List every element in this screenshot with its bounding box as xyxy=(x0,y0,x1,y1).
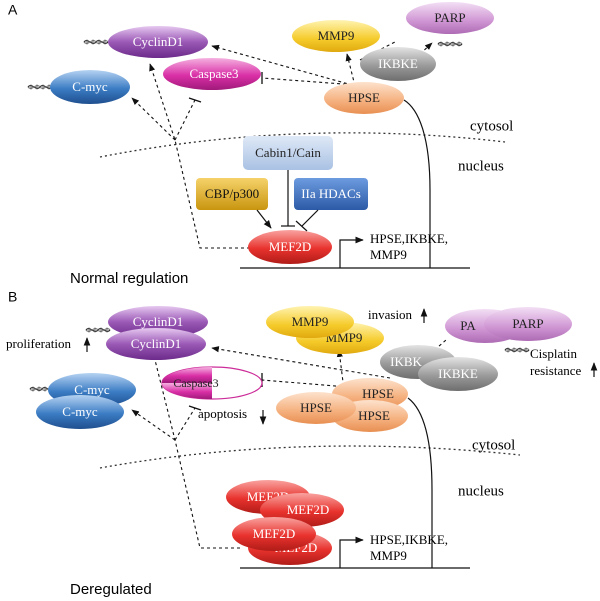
cyclind1-label: CyclinD1 xyxy=(133,34,184,49)
cmyc-stack-b: C-myc C-myc xyxy=(36,373,136,429)
panel-b-letter: B xyxy=(8,289,17,305)
ikbke-label: IKBKE xyxy=(378,56,418,71)
parp-stack-b: PA PARP xyxy=(445,307,572,343)
cisplatin-label: Cisplatin xyxy=(530,346,577,361)
cmyc-label: C-myc xyxy=(74,382,110,397)
mmp9-label: MMP9 xyxy=(318,28,355,43)
dna-icon xyxy=(83,38,109,46)
mmp9-node-a: MMP9 xyxy=(292,20,380,52)
cyclind1-label: CyclinD1 xyxy=(131,336,182,351)
mef2d-label: MEF2D xyxy=(269,239,312,254)
dna-icon xyxy=(504,346,530,354)
nucleus-label-b: nucleus xyxy=(458,483,504,499)
caspase3-label: Caspase3 xyxy=(173,376,218,390)
cbp-label: CBP/p300 xyxy=(205,186,259,201)
parp-node-a: PARP xyxy=(406,2,494,34)
cbp-box: CBP/p300 xyxy=(196,178,268,210)
nuclear-membrane-a xyxy=(99,132,506,158)
panel-b: B cytosol nucleus CyclinD1 CyclinD1 xyxy=(6,289,598,598)
nuclear-membrane-b xyxy=(99,445,521,469)
regulator-arrows-a xyxy=(256,170,319,232)
invasion-label: invasion xyxy=(368,307,413,322)
mmp9-stack-b: MMP9 MMP9 xyxy=(266,306,384,354)
parp-label: PA xyxy=(460,318,476,333)
panel-a-letter: A xyxy=(8,2,18,18)
hpse-label: HPSE xyxy=(348,90,380,105)
gene-promoter-a xyxy=(240,236,470,269)
mef2d-label: MEF2D xyxy=(253,526,296,541)
mef2d-label: MEF2D xyxy=(287,502,330,517)
hpse-label: HPSE xyxy=(362,386,394,401)
hpse-label: HPSE xyxy=(358,408,390,423)
mef2d-stack-b: MEF2D MEF2D MEF2D MEF2D xyxy=(226,480,344,565)
dna-icon xyxy=(85,326,111,334)
gene-promoter-b xyxy=(240,536,470,569)
parp-label: PARP xyxy=(512,316,543,331)
cyclind1-node-a: CyclinD1 xyxy=(108,26,208,58)
dna-icon xyxy=(437,40,463,48)
caspase3-node-a: Caspase3 xyxy=(163,58,261,90)
hpse-stack-b: HPSE HPSE HPSE xyxy=(276,378,408,432)
target-genes-a-1: HPSE,IKBKE, xyxy=(370,231,448,246)
expression-line-b xyxy=(407,397,433,568)
panel-a-caption: Normal regulation xyxy=(70,270,188,287)
ikbke-label: IKBKE xyxy=(438,366,478,381)
cmyc-label: C-myc xyxy=(72,79,108,94)
nucleus-label-a: nucleus xyxy=(458,158,504,174)
ikbke-label: IKBK xyxy=(390,354,422,369)
ikbke-node-a: IKBKE xyxy=(360,47,436,81)
caspase3-node-b: Caspase3 xyxy=(161,366,263,400)
hdac-box: IIa HDACs xyxy=(294,178,368,210)
cmyc-node-a: C-myc xyxy=(50,70,130,104)
caspase3-label: Caspase3 xyxy=(189,66,238,81)
cytosol-label-a: cytosol xyxy=(470,118,513,134)
target-genes-b-2: MMP9 xyxy=(370,548,407,563)
ikbke-stack-b: IKBK IKBKE xyxy=(380,345,498,391)
proliferation-label: proliferation xyxy=(6,336,71,351)
hpse-label: HPSE xyxy=(300,400,332,415)
resistance-label: resistance xyxy=(530,363,581,378)
cabin-label: Cabin1/Cain xyxy=(255,145,321,160)
cyclind1-label: CyclinD1 xyxy=(133,314,184,329)
apoptosis-label: apoptosis xyxy=(198,406,247,421)
expression-line-a xyxy=(403,99,431,268)
inhibition-bars-a xyxy=(188,72,263,103)
panel-a: A cytosol nucleus CyclinD1 xyxy=(8,2,513,287)
target-genes-b-1: HPSE,IKBKE, xyxy=(370,532,448,547)
cabin-box: Cabin1/Cain xyxy=(243,136,333,170)
mmp9-label: MMP9 xyxy=(292,314,329,329)
cmyc-label: C-myc xyxy=(62,404,98,419)
target-genes-a-2: MMP9 xyxy=(370,247,407,262)
hpse-node-a: HPSE xyxy=(324,82,404,114)
dna-icon xyxy=(27,83,53,91)
panel-b-caption: Deregulated xyxy=(70,581,152,598)
cytosol-label-b: cytosol xyxy=(472,437,515,453)
mef2d-node-a: MEF2D xyxy=(248,230,332,264)
hdac-label: IIa HDACs xyxy=(301,186,361,201)
cyclind1-stack-b: CyclinD1 CyclinD1 xyxy=(106,306,208,360)
parp-label: PARP xyxy=(434,10,465,25)
